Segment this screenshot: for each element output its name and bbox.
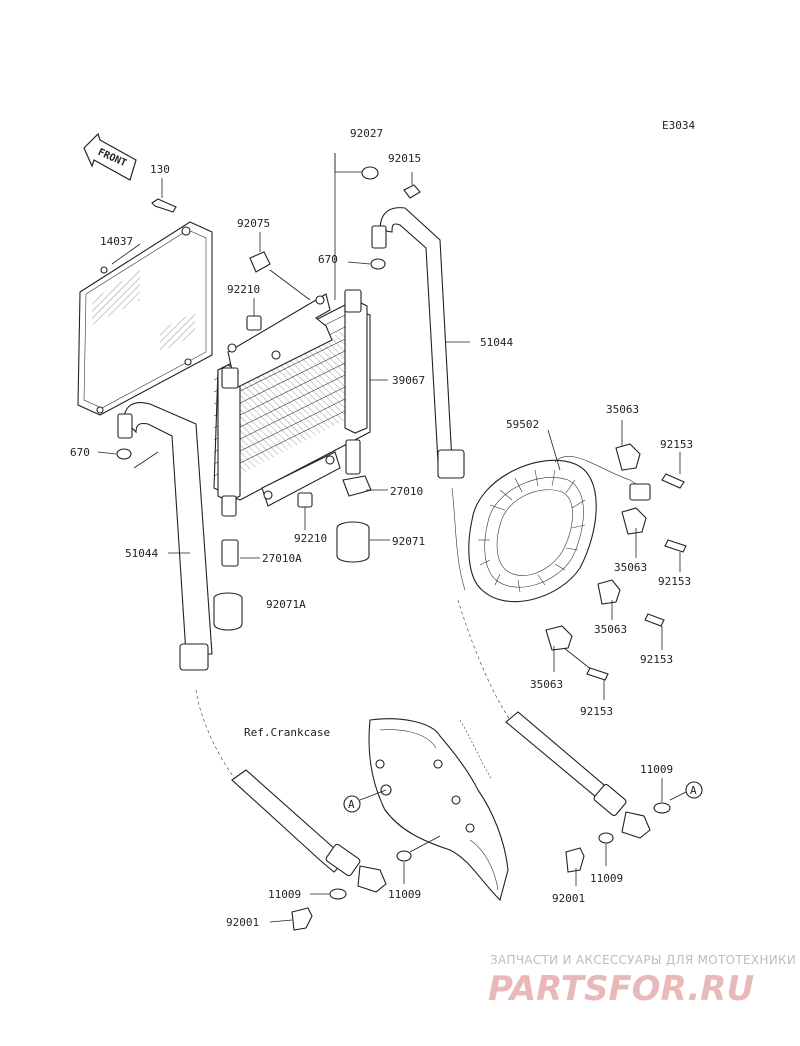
label-35063-a: 35063	[606, 403, 639, 416]
nut-92015	[403, 172, 421, 199]
fan-shroud-59502	[468, 429, 651, 603]
label-59502: 59502	[506, 418, 539, 431]
fitting-27010	[342, 475, 388, 497]
grommet-92075	[249, 232, 311, 301]
oil-cooler-39067	[213, 289, 388, 517]
bracket-35063-b	[621, 507, 647, 558]
watermark: ЗАПЧАСТИ И АКСЕССУАРЫ ДЛЯ МОТОТЕХНИКИ PA…	[488, 953, 796, 1009]
oring-11009-b	[396, 835, 441, 884]
crankcase-outline	[368, 718, 509, 902]
label-670-lower: 670	[70, 446, 90, 459]
bolt-130	[151, 178, 177, 213]
label-51044-right: 51044	[480, 336, 513, 349]
label-92001-a: 92001	[226, 916, 259, 929]
washer-92027	[334, 153, 379, 300]
oil-hose-51044-left	[117, 402, 213, 671]
label-130: 130	[150, 163, 170, 176]
label-92027: 92027	[350, 127, 383, 140]
label-92210-lower: 92210	[294, 532, 327, 545]
label-92075: 92075	[237, 217, 270, 230]
label-14037: 14037	[100, 235, 133, 248]
oil-hose-lower-left	[231, 769, 387, 893]
cap-92071a	[213, 592, 243, 631]
cap-92071	[336, 521, 390, 563]
bolt-92001-a	[269, 907, 313, 931]
bracket-35063-d	[545, 625, 593, 672]
oil-cooler-screen	[77, 221, 213, 416]
marker-a-right-text: A	[690, 784, 697, 797]
clip-92210-upper	[246, 298, 262, 331]
oil-hose-lower-right	[505, 711, 651, 839]
label-35063-c: 35063	[594, 623, 627, 636]
label-27010a: 27010A	[262, 552, 302, 565]
oil-hose-51044-right	[371, 207, 470, 591]
label-92071: 92071	[392, 535, 425, 548]
bolt-92153-c	[644, 613, 665, 650]
label-92015: 92015	[388, 152, 421, 165]
label-92153-b: 92153	[658, 575, 691, 588]
label-11009-a: 11009	[268, 888, 301, 901]
label-92210-upper: 92210	[227, 283, 260, 296]
label-92153-c: 92153	[640, 653, 673, 666]
diagram-code: E3034	[662, 119, 695, 132]
bolt-92001-b	[565, 847, 585, 886]
watermark-tagline: ЗАПЧАСТИ И АКСЕССУАРЫ ДЛЯ МОТОТЕХНИКИ	[490, 953, 796, 967]
fitting-27010a	[221, 539, 260, 567]
oring-11009-c	[653, 778, 671, 814]
front-arrow-icon: FRONT	[83, 132, 137, 181]
label-92153-d: 92153	[580, 705, 613, 718]
label-92153-a: 92153	[660, 438, 693, 451]
marker-a-left: A	[343, 789, 387, 813]
label-92071a: 92071A	[266, 598, 306, 611]
label-11009-c: 11009	[640, 763, 673, 776]
label-27010: 27010	[390, 485, 423, 498]
label-51044-left: 51044	[125, 547, 158, 560]
label-11009-b: 11009	[388, 888, 421, 901]
label-35063-d: 35063	[530, 678, 563, 691]
oring-11009-a	[310, 888, 347, 900]
bolt-92153-a	[661, 452, 685, 489]
bolt-92153-b	[664, 539, 687, 572]
marker-a-left-text: A	[348, 798, 355, 811]
clip-92210-lower	[297, 492, 313, 530]
label-92001-b: 92001	[552, 892, 585, 905]
oring-670-lower	[97, 448, 159, 469]
bolt-92153-d	[586, 667, 609, 700]
label-670-upper: 670	[318, 253, 338, 266]
oring-670-upper	[347, 258, 386, 270]
bracket-35063-c	[597, 579, 621, 620]
label-39067: 39067	[392, 374, 425, 387]
marker-a-right: A	[669, 781, 703, 801]
label-35063-b: 35063	[614, 561, 647, 574]
watermark-logo: PARTSFOR.RU	[488, 969, 754, 1009]
label-11009-d: 11009	[590, 872, 623, 885]
bracket-35063-a	[615, 420, 641, 471]
ref-crankcase-label: Ref.Crankcase	[244, 726, 330, 739]
oring-11009-d	[598, 832, 614, 866]
